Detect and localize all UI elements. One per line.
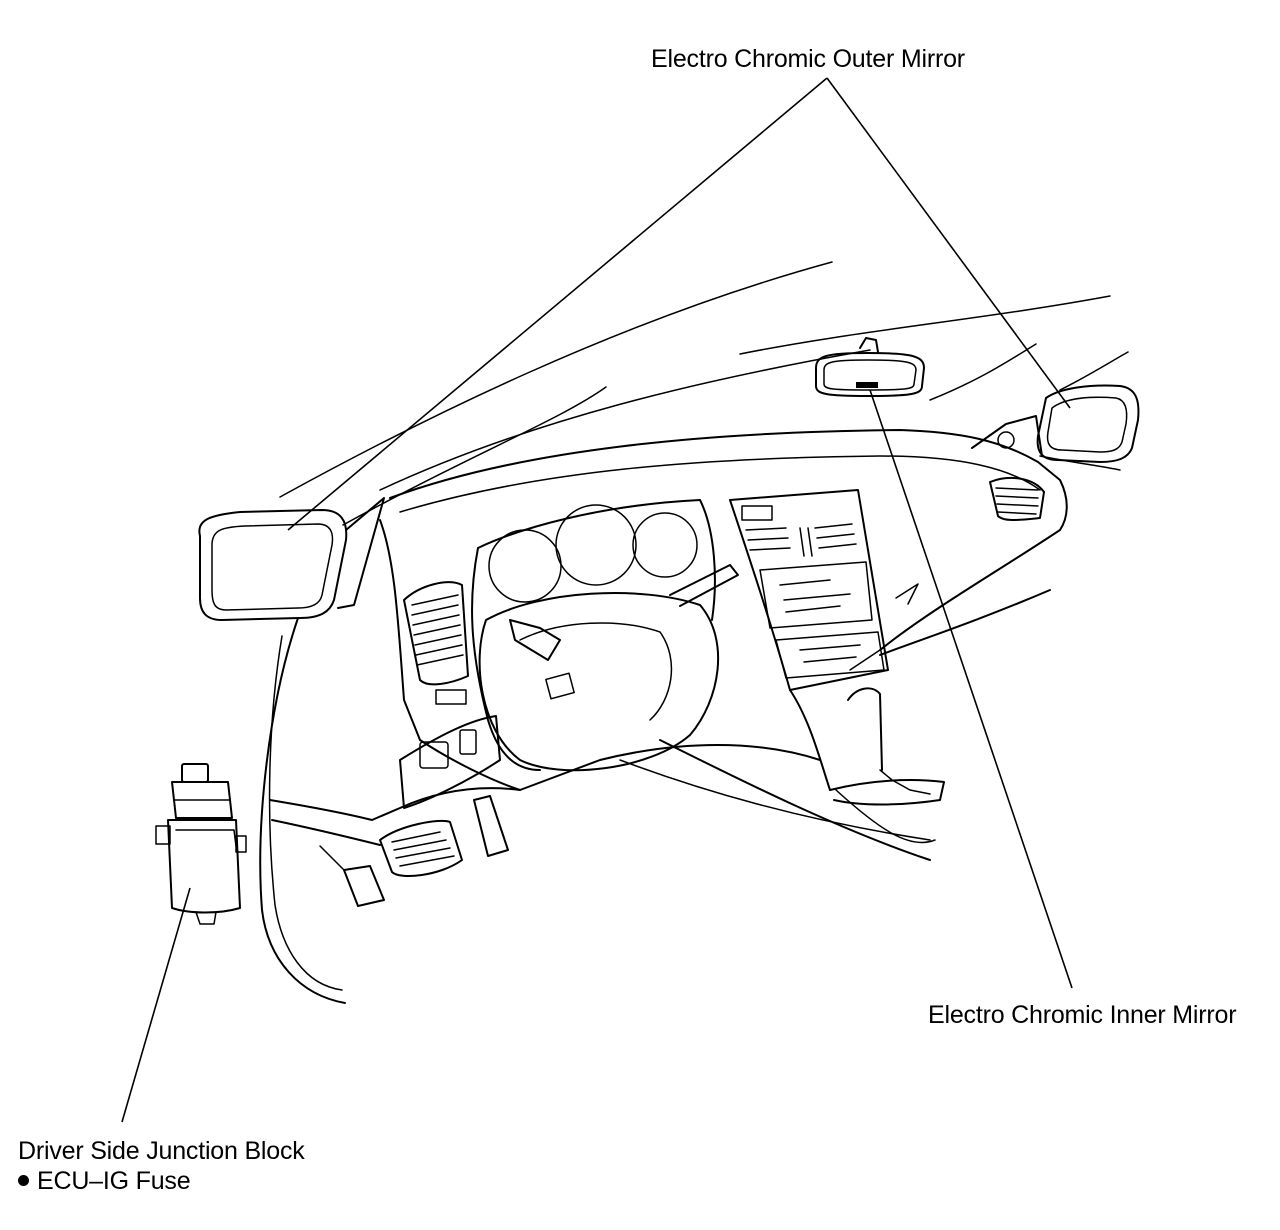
lower-dash-panel [269,715,821,846]
junction-block [155,763,247,925]
gear-selector [829,687,945,844]
leader-outer-mirror-right [826,77,1071,409]
dashboard-top [389,429,1068,671]
center-console [729,489,889,791]
junction-block-label: Driver Side Junction Block [18,1137,305,1165]
pedals [319,795,509,907]
a-pillar [259,617,346,1004]
inner-mirror-label: Electro Chromic Inner Mirror [928,1001,1237,1029]
leader-inner-mirror [869,389,1073,989]
windshield-lines [279,261,1129,526]
inner-rearview-mirror [815,337,925,397]
leader-lines [121,77,1073,1123]
steering-wheel [478,564,739,772]
outer-mirror-label: Electro Chromic Outer Mirror [651,45,965,73]
a-pillar-inner [268,635,343,991]
right-dash [619,476,1051,861]
left-outer-mirror [198,497,385,621]
left-air-vent [379,519,521,791]
bullet-icon [18,1174,29,1186]
leader-junction-block [121,887,191,1123]
fuse-label: ECU–IG Fuse [37,1167,191,1195]
leader-outer-mirror-left [287,77,828,531]
fuse-label-row: ECU–IG Fuse [18,1166,191,1196]
right-outer-mirror [971,384,1140,471]
instrument-cluster [471,499,716,771]
